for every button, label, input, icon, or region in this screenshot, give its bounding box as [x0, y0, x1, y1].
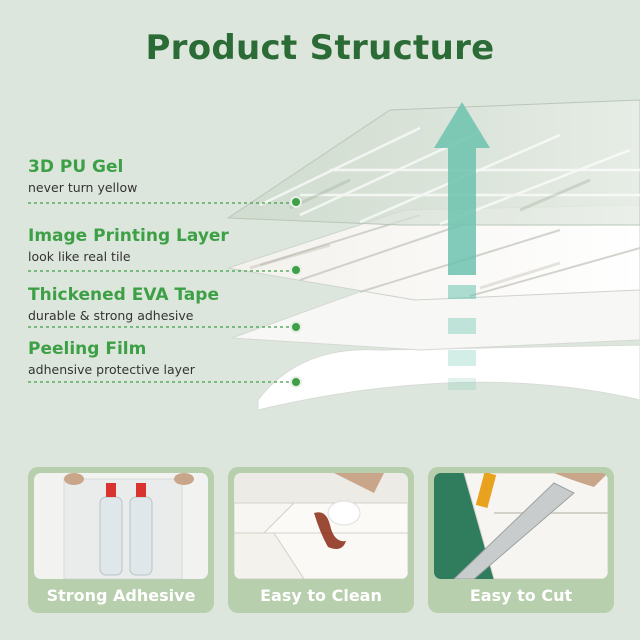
feature-caption: Easy to Clean	[260, 586, 382, 605]
layer-subtext: look like real tile	[28, 249, 131, 264]
leader-dot	[290, 321, 302, 333]
layer-stack-illustration	[28, 99, 640, 411]
leader-dot	[290, 196, 302, 208]
layer-heading: Image Printing Layer	[28, 226, 229, 246]
peeling-film-layer	[257, 344, 640, 411]
layer-heading: Peeling Film	[28, 339, 147, 359]
feature-caption: Easy to Cut	[469, 586, 573, 605]
layer-label-eva-tape: Thickened EVA Tape durable & strong adhe…	[28, 285, 219, 324]
layer-heading: 3D PU Gel	[28, 157, 124, 177]
easy-to-cut-photo	[434, 473, 608, 579]
layer-heading: Thickened EVA Tape	[28, 285, 219, 305]
easy-to-clean-photo	[234, 473, 408, 579]
layer-label-peeling-film: Peeling Film adhensive protective layer	[28, 339, 195, 378]
layer-label-pu-gel: 3D PU Gel never turn yellow	[28, 157, 137, 196]
feature-card-easy-to-cut: Easy to Cut	[428, 467, 614, 613]
upward-arrow	[434, 102, 490, 390]
feature-card-strong-adhesive: Strong Adhesive	[28, 467, 214, 613]
pu-gel-layer	[226, 99, 640, 226]
feature-card-easy-to-clean: Easy to Clean	[228, 467, 414, 613]
leader-dot	[290, 376, 302, 388]
leader-dot	[290, 264, 302, 276]
layer-subtext: adhensive protective layer	[28, 362, 195, 377]
feature-caption: Strong Adhesive	[46, 586, 196, 605]
layer-subtext: durable & strong adhesive	[28, 308, 194, 323]
layer-subtext: never turn yellow	[28, 180, 138, 195]
strong-adhesive-photo	[34, 473, 208, 579]
layer-label-image-printing: Image Printing Layer look like real tile	[28, 226, 229, 265]
page-title: Product Structure	[145, 28, 495, 68]
